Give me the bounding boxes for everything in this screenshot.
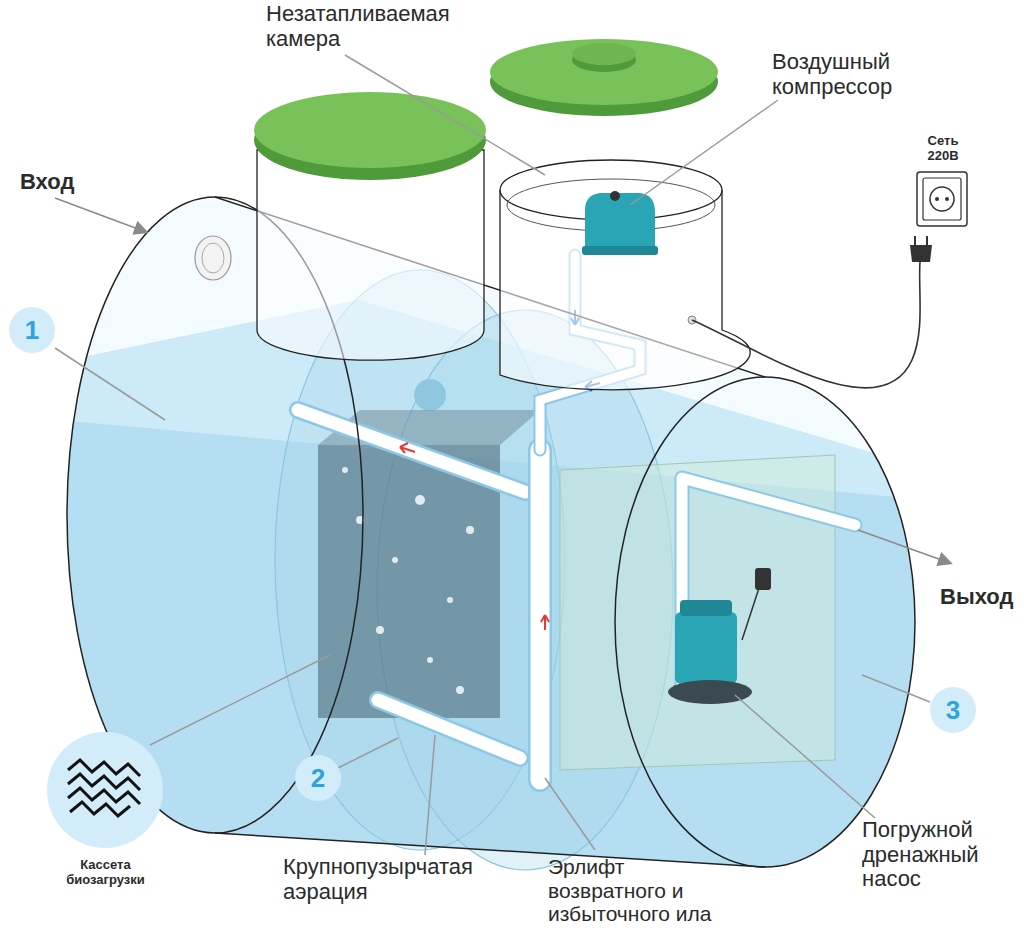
leader-line bbox=[345, 55, 545, 175]
bubble bbox=[415, 495, 425, 505]
water-fill bbox=[60, 300, 930, 900]
callout-number: 3 bbox=[930, 687, 976, 733]
bubble bbox=[376, 626, 384, 634]
part-label: Погружной дренажный насос bbox=[862, 818, 1022, 892]
overflow-hole bbox=[414, 379, 446, 411]
aeration-pipe bbox=[378, 700, 520, 758]
part-label: Незатапливаемая камера bbox=[266, 2, 466, 51]
bubble bbox=[427, 657, 433, 663]
flow-label: Вход bbox=[20, 170, 110, 195]
biofilm-cassette bbox=[318, 445, 500, 718]
leader-line bbox=[338, 738, 398, 768]
water bbox=[60, 300, 930, 900]
leader-lines bbox=[55, 55, 930, 855]
power-socket bbox=[923, 178, 961, 220]
flow-label: Выход bbox=[940, 585, 1024, 610]
pump-top bbox=[680, 600, 732, 616]
callout-number: 1 bbox=[9, 307, 55, 353]
part-label: Эрлифт возвратного и избыточного ила bbox=[548, 855, 748, 926]
return-pipe bbox=[298, 410, 525, 492]
compressor-base bbox=[582, 246, 658, 255]
leader-line bbox=[630, 100, 778, 205]
outlet-arrow bbox=[858, 530, 950, 563]
mesh-line bbox=[70, 802, 130, 816]
chamber-lid bbox=[490, 39, 718, 105]
part-label: Крупнопузырчатая аэрация bbox=[283, 855, 503, 904]
compressor-knob bbox=[610, 191, 620, 201]
dry-chamber bbox=[500, 190, 750, 390]
pipe-outline bbox=[298, 410, 525, 492]
leader-line bbox=[545, 778, 595, 850]
power-cord bbox=[692, 262, 920, 388]
leader-line bbox=[55, 348, 165, 420]
bubble bbox=[456, 686, 464, 694]
cassette-icon bbox=[47, 732, 163, 848]
drainage-pump bbox=[675, 612, 737, 684]
airlift-pipe bbox=[531, 450, 550, 780]
leader-line bbox=[862, 675, 930, 702]
plug-pin bbox=[915, 236, 927, 245]
pump-base bbox=[668, 680, 752, 704]
float-cable bbox=[742, 585, 760, 640]
air-compressor bbox=[585, 193, 655, 250]
tank-end bbox=[615, 377, 915, 867]
inlet-arrow bbox=[55, 198, 146, 232]
flow-arrow bbox=[400, 443, 415, 453]
bubble bbox=[447, 597, 453, 603]
part-label: Кассета биозагрузки bbox=[48, 858, 163, 887]
leader-line bbox=[735, 695, 875, 818]
flow-arrow bbox=[541, 615, 549, 630]
part-label: Воздушный компрессор bbox=[772, 50, 942, 99]
callout-number: 2 bbox=[295, 755, 341, 801]
mesh-symbol bbox=[68, 760, 140, 816]
mesh-line bbox=[68, 788, 140, 804]
bubble bbox=[466, 526, 474, 534]
power-label: Сеть 220В bbox=[920, 134, 966, 163]
leader-line bbox=[425, 735, 435, 855]
pipe-outline bbox=[528, 450, 552, 780]
pipe-outline bbox=[378, 700, 520, 758]
power-socket bbox=[917, 172, 967, 226]
socket-hole bbox=[945, 197, 949, 201]
lid-knob bbox=[572, 43, 636, 65]
manhole-lid bbox=[254, 92, 486, 168]
power-socket bbox=[930, 187, 954, 211]
bubble bbox=[392, 557, 398, 563]
bubble bbox=[342, 467, 348, 473]
socket-hole bbox=[935, 197, 939, 201]
manhole-neck bbox=[257, 150, 484, 360]
inlet-pipe bbox=[195, 236, 231, 280]
power-plug bbox=[910, 245, 932, 262]
air-bubbles bbox=[342, 452, 493, 694]
float-switch bbox=[755, 568, 771, 590]
leader-line bbox=[150, 655, 330, 745]
inlet-pipe bbox=[202, 243, 224, 273]
